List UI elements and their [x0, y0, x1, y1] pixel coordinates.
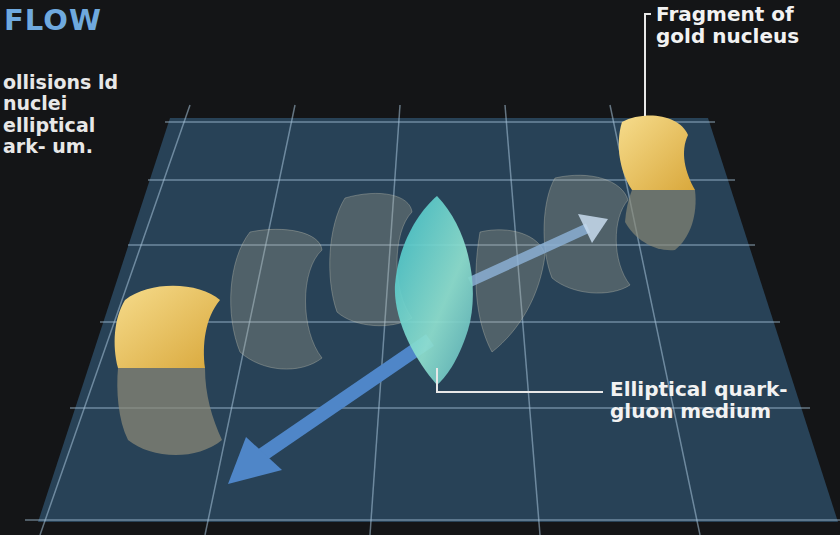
grid-plane [38, 118, 838, 522]
leader-lines [437, 14, 651, 392]
caption: ollisions ld nuclei elliptical ark- um. [3, 72, 121, 157]
callout-label: Elliptical quark-gluon medium [610, 378, 835, 423]
title: FLOW [4, 4, 102, 36]
gold-fragment-left [115, 286, 222, 455]
callout-label: Fragment of gold nucleus [656, 3, 836, 48]
grid-lines [25, 105, 840, 535]
gold-fragment-right [619, 116, 696, 251]
elliptical-medium [395, 196, 473, 385]
